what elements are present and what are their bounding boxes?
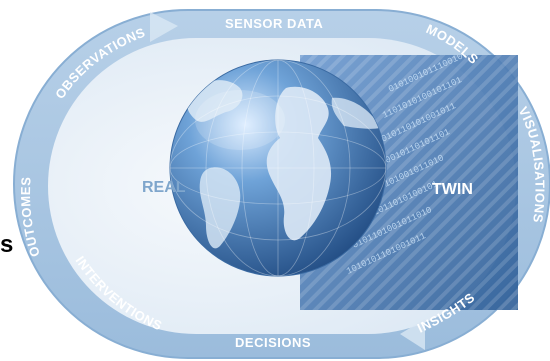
land-europe-africa [266,86,332,241]
globe [169,59,387,277]
ring-label-decisions: DECISIONS [235,335,311,350]
ring-label-sensor-data: SENSOR DATA [225,16,323,31]
arrow-bottom-right-icon [400,319,425,350]
arrow-top-left-icon [150,12,178,42]
real-label: REAL [142,179,186,196]
side-text-fragment: s [0,231,13,258]
land-asia [331,97,380,129]
twin-label: TWIN [432,181,473,198]
land-south-america [199,167,241,249]
